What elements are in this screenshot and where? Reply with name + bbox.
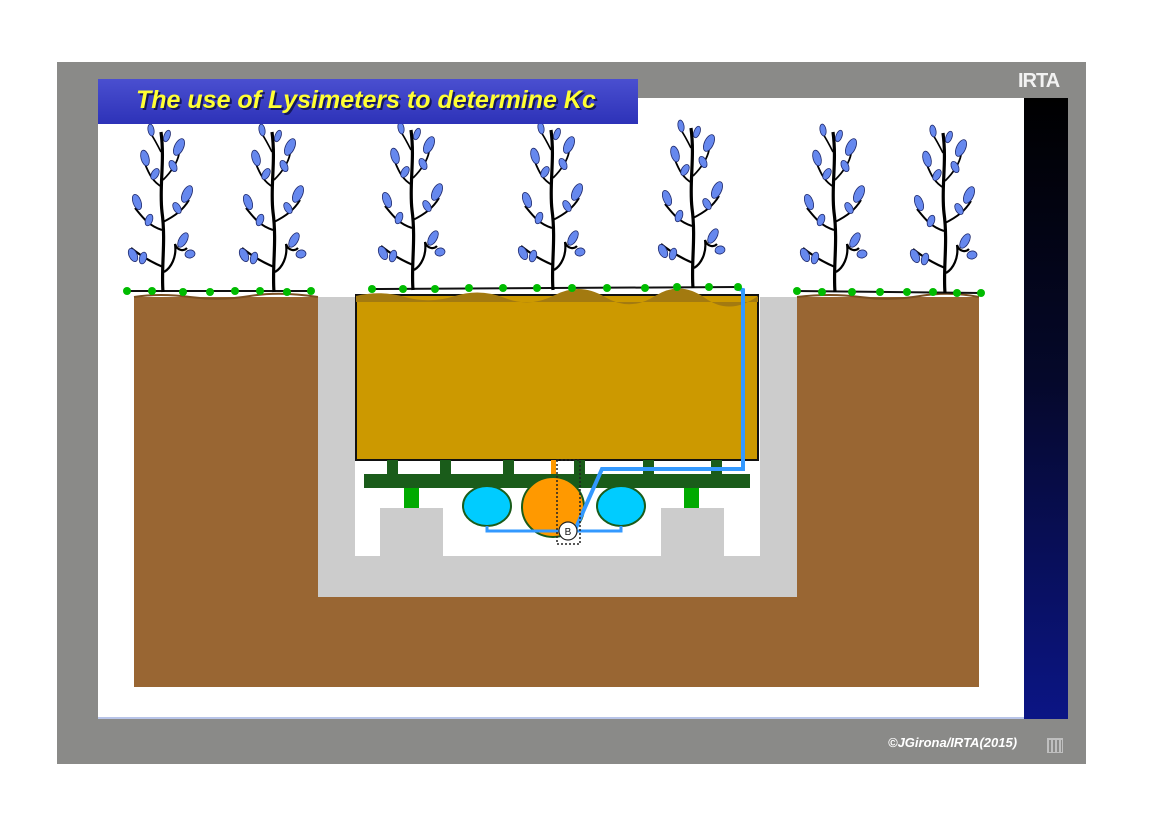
concrete-wall-right	[760, 297, 797, 597]
drip-emitter	[533, 284, 541, 292]
drip-emitter	[977, 289, 985, 297]
drip-emitter	[705, 283, 713, 291]
drip-emitter	[148, 287, 156, 295]
balance-label: B	[565, 527, 572, 538]
drip-emitter	[673, 283, 681, 291]
drip-emitter	[399, 285, 407, 293]
drip-emitter	[818, 288, 826, 296]
counterweight-stem	[551, 460, 556, 474]
lysimeter-soil-surface	[356, 288, 758, 307]
title-banner: The use of Lysimeters to determine Kc	[98, 79, 638, 124]
tree	[514, 119, 588, 292]
drip-emitters	[123, 283, 985, 297]
beam-post-right	[684, 488, 699, 508]
drip-emitter	[256, 287, 264, 295]
drip-emitter	[283, 288, 291, 296]
soil-bottom	[134, 597, 979, 687]
balance-circle	[558, 521, 578, 541]
brand-logo-text: IRTA	[1018, 70, 1060, 92]
load-cell-wiring	[485, 526, 623, 533]
load-cell-right	[596, 485, 646, 527]
drip-emitter	[848, 288, 856, 296]
drip-emitter	[368, 285, 376, 293]
drip-emitter	[123, 287, 131, 295]
side-gradient-bar	[1024, 98, 1068, 719]
tree	[235, 121, 309, 294]
drip-emitter	[307, 287, 315, 295]
support-pier-right	[661, 508, 724, 556]
concrete-floor	[318, 556, 797, 597]
tree	[654, 117, 728, 290]
concrete-wall-left	[318, 297, 355, 597]
drip-emitter	[903, 288, 911, 296]
drip-emitter	[206, 288, 214, 296]
tree	[906, 122, 980, 295]
slide-title: The use of Lysimeters to determine Kc	[136, 86, 596, 114]
drip-emitter	[568, 284, 576, 292]
tree	[374, 119, 448, 292]
drip-emitter	[603, 284, 611, 292]
lysimeter-tank	[355, 294, 759, 461]
tree	[124, 121, 198, 294]
drip-emitter	[465, 284, 473, 292]
drip-emitter	[231, 287, 239, 295]
beam-post-left	[404, 488, 419, 508]
tree-row	[124, 117, 980, 295]
soil-surface-right	[796, 292, 980, 300]
drip-emitter	[734, 283, 742, 291]
slide-divider	[98, 717, 1024, 719]
drip-emitter	[876, 288, 884, 296]
drip-emitter	[641, 284, 649, 292]
drip-emitter	[179, 288, 187, 296]
drip-emitter	[431, 285, 439, 293]
tree	[796, 121, 870, 294]
drip-emitter	[953, 289, 961, 297]
drip-emitter	[929, 288, 937, 296]
load-cell-left	[462, 485, 512, 527]
building-icon	[1047, 738, 1063, 753]
support-pier-left	[380, 508, 443, 556]
drip-emitter	[499, 284, 507, 292]
copyright-text: ©JGirona/IRTA(2015)	[888, 735, 1018, 750]
drip-emitter	[793, 287, 801, 295]
balance-box	[556, 459, 581, 545]
